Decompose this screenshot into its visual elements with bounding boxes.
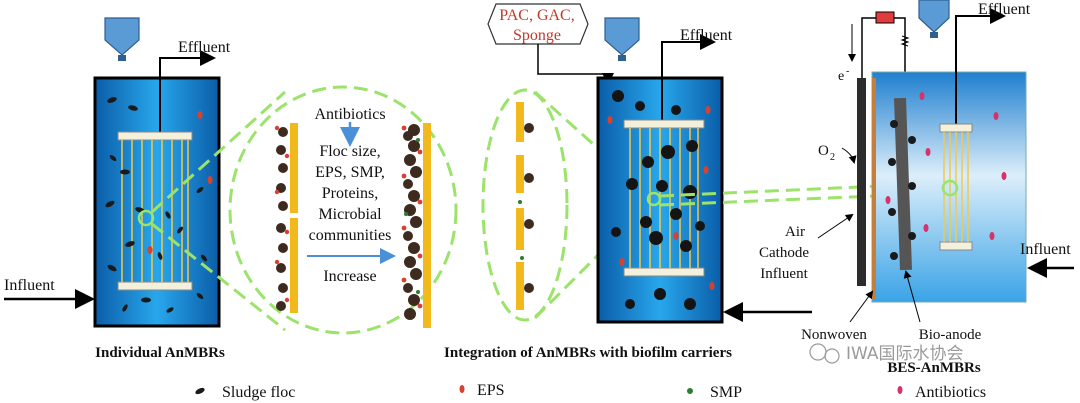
electron-sup: - — [846, 66, 849, 77]
reactor3-caption: BES-AnMBRs — [887, 360, 981, 376]
zoom-text-line-1: Antibiotics — [314, 106, 385, 123]
wechat-icon — [809, 343, 827, 361]
air-cathode — [857, 78, 866, 286]
air-label-1: Air — [785, 224, 805, 240]
zoom-text-line-3: EPS, SMP, — [315, 164, 385, 181]
carriers-callout — [487, 3, 614, 85]
zoom-focus-circle — [646, 191, 662, 207]
legend-eps-icon — [459, 385, 465, 393]
effluent-pipe — [955, 8, 1006, 124]
eps-dots — [607, 106, 715, 290]
zoom-text-line-2: Floc size, — [319, 143, 380, 160]
zoom-detail-1: Antibiotics Floc size, EPS, SMP, Protein… — [228, 85, 458, 335]
nonwoven-layer — [872, 78, 876, 300]
legend-smp-label: SMP — [710, 384, 742, 401]
zoom-circle-1 — [228, 85, 458, 335]
reactor2-effluent-label: Effluent — [680, 27, 733, 44]
zoom-line-bottom-1 — [151, 222, 286, 332]
reactor3-influent-label: Influent — [1020, 241, 1071, 258]
resistor-icon — [875, 11, 895, 24]
biofilm-right — [403, 124, 422, 320]
reactor2-caption: Integration of AnMBRs with biofilm carri… — [444, 345, 732, 361]
legend-eps-label: EPS — [477, 382, 505, 399]
zoom-detail-2 — [481, 88, 569, 322]
carriers-text-2: Sponge — [513, 27, 561, 44]
spring-icon — [900, 35, 910, 47]
eps-dots — [147, 111, 213, 254]
membrane-module — [939, 123, 973, 251]
legend-antibiotics-label: Antibiotics — [915, 384, 986, 401]
circuit-wire-left — [861, 17, 876, 78]
nonwoven-pointer — [849, 290, 874, 323]
anode-biofilm — [888, 120, 916, 260]
smp-right — [404, 138, 420, 294]
membrane-strip-left-top — [290, 123, 298, 213]
valve-icon — [604, 17, 640, 61]
carrier-biofilm — [524, 123, 534, 293]
zoom-circle-2 — [481, 88, 569, 322]
carrier-strip-4 — [516, 262, 524, 310]
carrier-strip-2 — [516, 155, 524, 193]
carrier-strip-3 — [516, 208, 524, 250]
increase-label: Increase — [323, 268, 376, 285]
biofilm-left — [276, 127, 288, 311]
legend-sludge-floc-label: Sludge floc — [222, 384, 295, 401]
carriers-text-1: PAC, GAC, — [499, 7, 574, 24]
valve-icon — [918, 0, 950, 38]
air-cathode-pointer — [817, 213, 854, 239]
reactor1-caption: Individual AnMBRs — [95, 345, 225, 361]
o2-label: O — [818, 143, 829, 159]
reactor-1 — [4, 17, 221, 328]
reactor1-effluent-label: Effluent — [178, 39, 231, 56]
legend-sludge-floc-icon — [195, 387, 205, 395]
sludge-flocs — [105, 97, 207, 313]
reactor1-influent-label: Influent — [4, 277, 55, 294]
reactor2-influent-label: Influent — [760, 266, 808, 282]
effluent-pipe — [159, 50, 216, 132]
carrier-strip-1 — [516, 102, 524, 142]
bio-anode-pointer — [903, 270, 921, 323]
circuit-wire-right — [894, 17, 906, 78]
legend: Sludge floc EPS SMP Antibiotics — [195, 382, 986, 401]
zoom-focus-circle — [941, 179, 959, 197]
membrane-strip-left-bottom — [290, 218, 298, 313]
bio-anode — [894, 97, 912, 271]
zoom-focus-circle — [137, 209, 155, 227]
electron-label: e — [838, 69, 844, 84]
watermark-text: IWA国际水协会 — [846, 344, 964, 364]
reactor-2: PAC, GAC, Sponge — [487, 3, 812, 324]
o2-arrow — [841, 147, 857, 164]
antibiotic-dots — [885, 92, 1007, 240]
membrane-strip-right — [423, 123, 431, 328]
legend-smp-icon — [687, 388, 693, 394]
effluent-pipe — [661, 34, 716, 124]
valve-icon — [104, 17, 140, 61]
air-label-2: Cathode — [759, 245, 809, 261]
zoom-text-line-4: Proteins, — [322, 185, 378, 202]
o2-sub: 2 — [830, 152, 835, 163]
zoom-text-line-6: communities — [309, 227, 392, 244]
zoom-text-line-5: Microbial — [318, 206, 382, 223]
reactor-3: e - — [759, 0, 1074, 343]
eps-right — [401, 125, 423, 309]
eps-left — [274, 125, 290, 303]
nonwoven-label: Nonwoven — [801, 327, 867, 343]
legend-antibiotics-icon — [897, 386, 903, 394]
watermark: IWA国际水协会 — [809, 343, 964, 364]
carrier-smp — [518, 200, 524, 260]
reactor3-effluent-label: Effluent — [978, 1, 1031, 18]
bio-anode-label: Bio-anode — [919, 327, 982, 343]
zoom-line-top-1 — [150, 90, 287, 214]
